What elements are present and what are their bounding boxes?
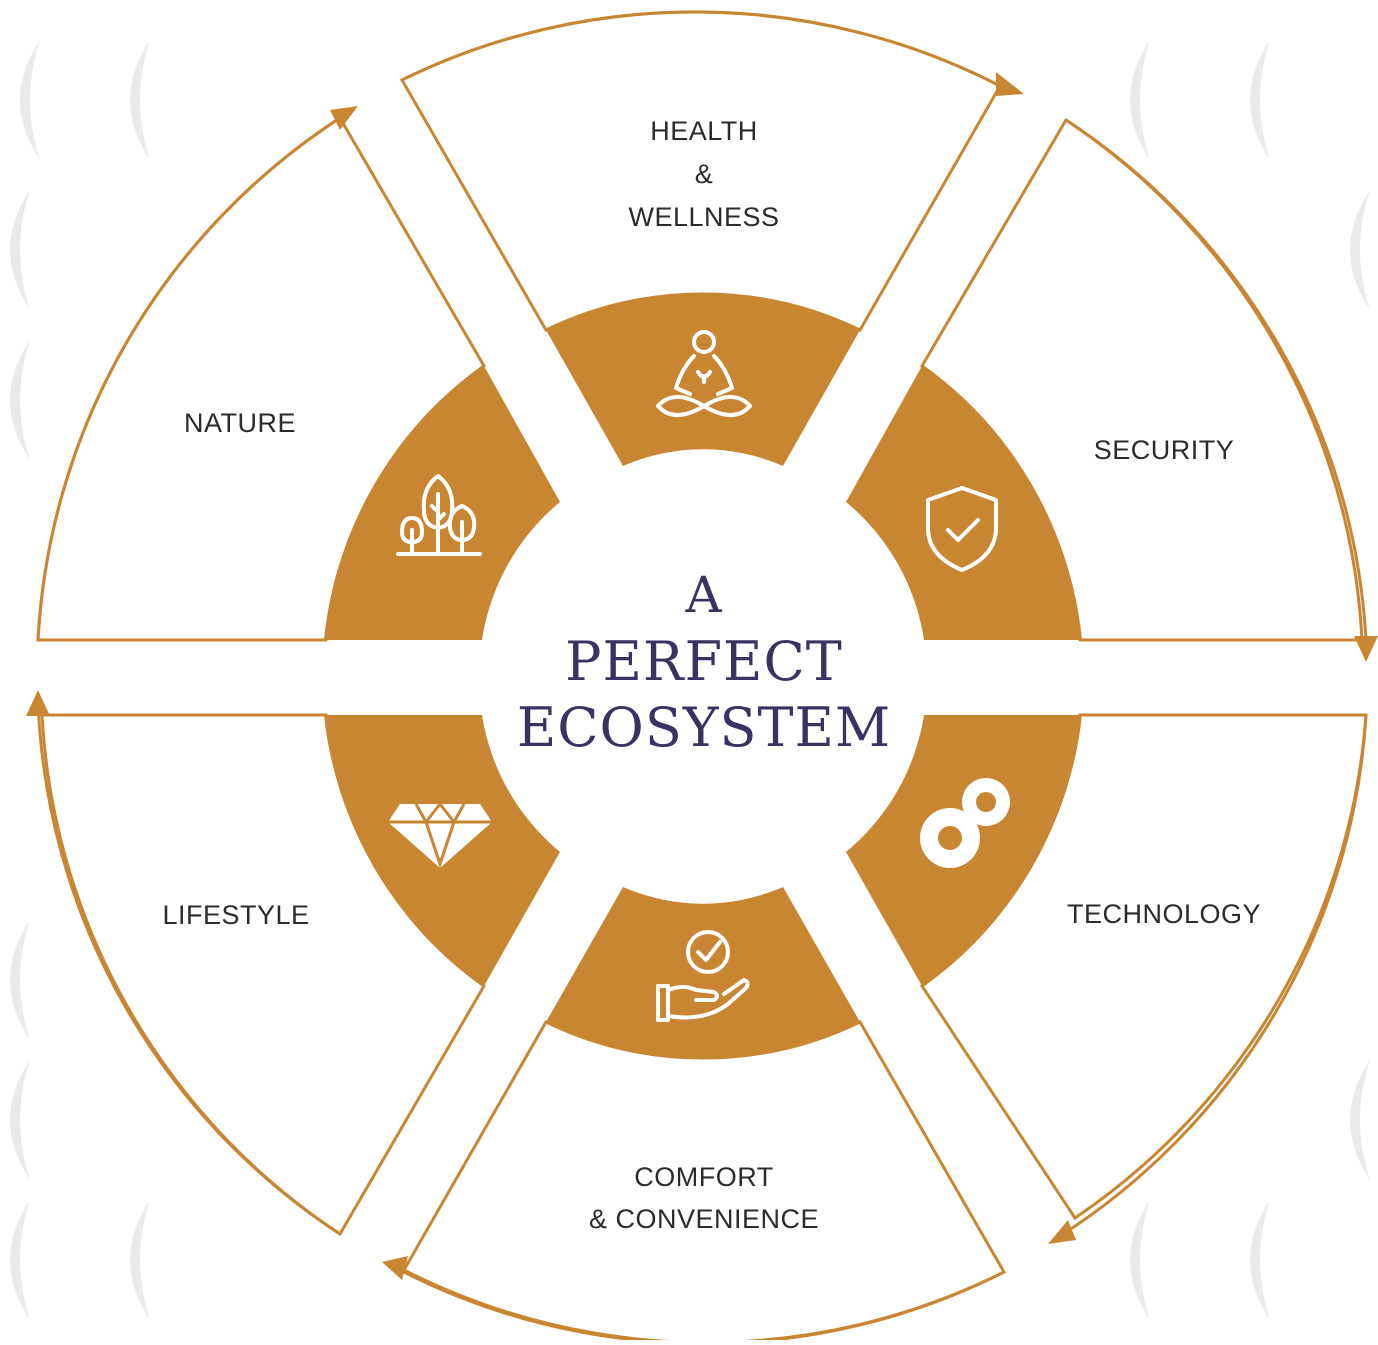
center-title: A PERFECT ECOSYSTEM xyxy=(517,566,891,759)
label-nature: NATURE xyxy=(184,408,296,438)
trees-icon xyxy=(396,474,482,556)
outer-segment-outlines xyxy=(36,10,1368,1344)
segment-labels: HEALTH & WELLNESS SECURITY TECHNOLOGY CO… xyxy=(162,116,1261,1234)
label-lifestyle: LIFESTYLE xyxy=(162,900,309,930)
arrow-head-lower-right xyxy=(1048,1220,1076,1244)
arrow-arc-upper-left xyxy=(36,112,347,641)
label-comfort-line2: & CONVENIENCE xyxy=(589,1204,819,1234)
label-health-line2: & xyxy=(695,159,714,189)
center-title-line1: A xyxy=(684,566,722,624)
arrow-arc-left xyxy=(36,699,341,1236)
arrow-head-bottom xyxy=(382,1256,408,1280)
arrow-head-left xyxy=(26,690,50,716)
meditation-icon xyxy=(656,330,752,417)
watermark-pattern xyxy=(10,40,1370,1320)
cycle-arrows xyxy=(26,10,1378,1345)
label-health-line3: WELLNESS xyxy=(628,202,779,232)
label-comfort-line1: COMFORT xyxy=(634,1162,774,1192)
band-nature xyxy=(324,366,560,640)
shield-check-icon xyxy=(926,486,998,572)
label-security: SECURITY xyxy=(1094,435,1235,465)
arrow-head-top xyxy=(996,72,1024,96)
center-title-line3: ECOSYSTEM xyxy=(517,696,891,759)
gears-icon xyxy=(920,778,1010,868)
arrow-head-right xyxy=(1354,636,1378,662)
diamond-icon xyxy=(388,801,492,869)
arrow-arc-lower-right xyxy=(1059,714,1368,1238)
band-security xyxy=(846,366,1082,640)
label-health-line1: HEALTH xyxy=(650,116,758,146)
center-title-line2: PERFECT xyxy=(565,630,843,693)
arrow-arc-right xyxy=(1065,118,1368,641)
arrow-head-upper-left xyxy=(330,106,358,130)
label-technology: TECHNOLOGY xyxy=(1067,899,1261,929)
hand-check-icon xyxy=(656,930,750,1022)
arrow-arc-top xyxy=(401,10,1001,88)
